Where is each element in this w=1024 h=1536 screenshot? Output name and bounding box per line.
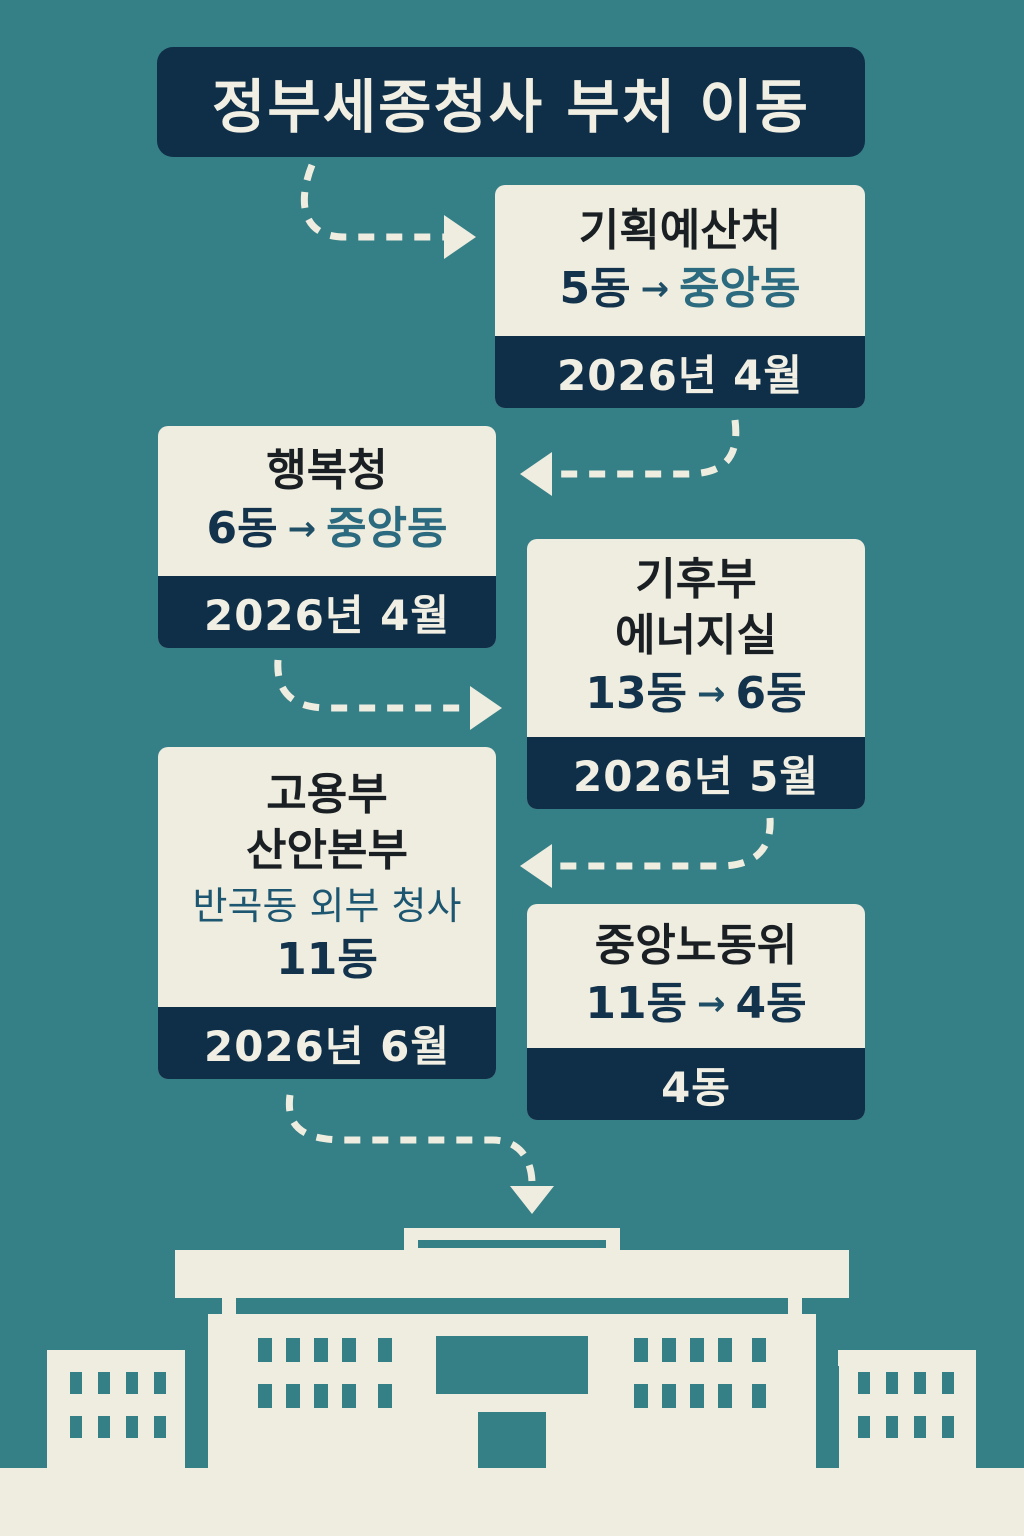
move-from: 13동 — [585, 668, 688, 719]
arrowhead-icon — [520, 452, 552, 496]
department-name-line1: 기후부 — [635, 554, 757, 605]
page-title-banner: 정부세종청사 부처 이동 — [157, 47, 865, 157]
department-name: 행복청 — [266, 445, 388, 496]
move-date: 4동 — [527, 1048, 865, 1120]
card-labor-safety-hq: 고용부 산안본부 반곡동 외부 청사 11동 2026년 6월 — [158, 747, 496, 1079]
move-to: 6동 — [735, 668, 807, 719]
move-route: 5동 → 중앙동 — [559, 259, 800, 319]
move-date: 2026년 6월 — [158, 1007, 496, 1079]
arrowhead-icon — [520, 844, 552, 888]
card-body: 고용부 산안본부 반곡동 외부 청사 11동 — [158, 747, 496, 1007]
department-name-line2: 산안본부 — [246, 825, 408, 876]
arrowhead-icon — [470, 686, 502, 730]
department-name-line2: 에너지실 — [615, 610, 777, 661]
right-arrow-icon: → — [640, 268, 670, 309]
move-route: 11동 → 4동 — [585, 974, 806, 1034]
move-to: 4동 — [735, 978, 807, 1029]
card-body: 중앙노동위 11동 → 4동 — [527, 904, 865, 1048]
move-route: 13동 → 6동 — [585, 664, 806, 724]
department-name-line1: 고용부 — [266, 769, 388, 820]
move-date: 2026년 4월 — [158, 576, 496, 648]
move-from: 6동 — [206, 503, 278, 554]
card-body: 행복청 6동 → 중앙동 — [158, 426, 496, 576]
move-to: 중앙동 — [326, 503, 448, 554]
department-name: 중앙노동위 — [594, 920, 798, 971]
dashed-curved-arrow-icon — [556, 817, 774, 870]
destination-building: 11동 — [276, 934, 378, 985]
arrowhead-icon — [510, 1186, 554, 1214]
department-name: 기획예산처 — [578, 204, 782, 256]
right-arrow-icon: → — [697, 674, 726, 714]
dashed-curved-arrow-icon — [285, 1094, 536, 1185]
right-arrow-icon: → — [287, 509, 317, 549]
move-to: 중앙동 — [679, 262, 801, 314]
card-labor-relations-commission: 중앙노동위 11동 → 4동 4동 — [527, 904, 865, 1120]
move-from: 5동 — [559, 262, 631, 314]
page-title: 정부세종청사 부처 이동 — [212, 73, 810, 141]
dashed-curved-arrow-icon — [556, 419, 740, 478]
move-from: 11동 — [585, 978, 688, 1029]
move-route: 6동 → 중앙동 — [206, 499, 447, 559]
current-location: 반곡동 외부 청사 — [192, 884, 462, 928]
card-body: 기후부 에너지실 13동 → 6동 — [527, 539, 865, 737]
card-budget-office: 기획예산처 5동 → 중앙동 2026년 4월 — [495, 185, 865, 408]
card-happy-city-agency: 행복청 6동 → 중앙동 2026년 4월 — [158, 426, 496, 648]
move-date: 2026년 5월 — [527, 737, 865, 809]
dashed-curved-arrow-icon — [300, 163, 448, 241]
dashed-curved-arrow-icon — [274, 659, 472, 712]
move-date: 2026년 4월 — [495, 336, 865, 408]
right-arrow-icon: → — [697, 984, 726, 1024]
arrowhead-icon — [444, 215, 476, 259]
card-body: 기획예산처 5동 → 중앙동 — [495, 185, 865, 336]
card-climate-energy-office: 기후부 에너지실 13동 → 6동 2026년 5월 — [527, 539, 865, 809]
